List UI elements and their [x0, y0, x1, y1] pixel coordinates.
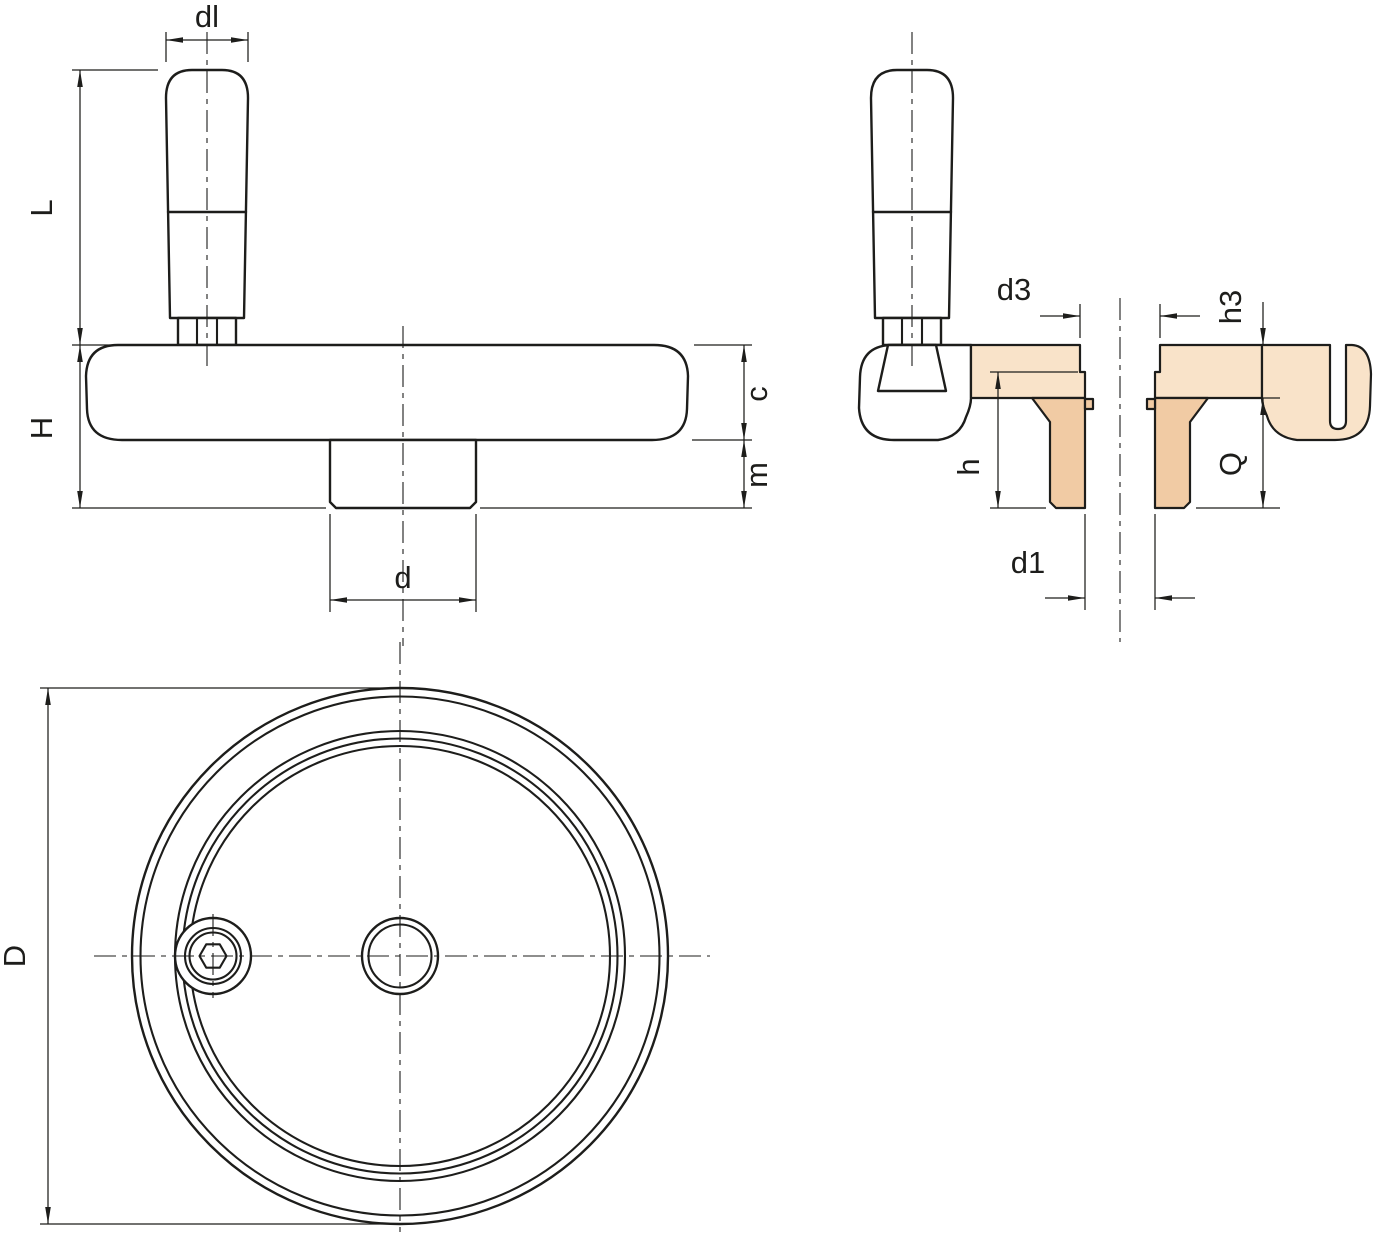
side-view: dl L H c m d: [24, 0, 774, 646]
dim-dl-extension-lines: [165, 32, 249, 62]
hub-right-wall-section: [1153, 396, 1210, 510]
dim-h-label: h: [951, 458, 986, 475]
dim-L-extension-lines: [72, 69, 158, 346]
rim-right-section: [1260, 343, 1373, 442]
dim-L-label: L: [24, 199, 59, 216]
dim-m: m: [480, 440, 774, 509]
dim-L: L: [24, 69, 158, 346]
dim-m-label: m: [739, 462, 774, 488]
dim-H: H: [24, 345, 326, 509]
dim-h3: h3: [1213, 290, 1266, 345]
dim-h: h: [951, 371, 1078, 509]
dim-h-extension-lines: [990, 371, 1078, 509]
bore-groove-left: [1083, 397, 1095, 411]
dim-D-label: D: [0, 945, 32, 967]
dim-D-extension-lines: [40, 687, 390, 1225]
wheel-body-outline: [84, 343, 690, 442]
handle-mount-boss: [876, 343, 948, 393]
section-view: d3 h3 Q h d1: [857, 32, 1373, 642]
dim-c: c: [692, 344, 774, 441]
dim-d1-extension-lines: [1084, 514, 1156, 610]
dim-d3-extension-lines: [1079, 304, 1161, 338]
section-handle-nut-flats: [900, 318, 924, 345]
dim-D: D: [0, 687, 390, 1225]
dim-d1: d1: [1011, 514, 1195, 610]
dim-H-label: H: [24, 417, 59, 439]
hub-left-wall-section: [1030, 396, 1087, 510]
dim-d1-label: d1: [1011, 545, 1045, 580]
dim-d: d: [329, 514, 477, 612]
dim-d-label: d: [394, 560, 411, 595]
dim-c-label: c: [739, 386, 774, 402]
hex-socket: [198, 943, 228, 969]
dim-dl: dl: [165, 0, 249, 62]
dim-Q-label: Q: [1213, 452, 1248, 476]
dim-d3: d3: [997, 272, 1200, 338]
handle-nut-flats: [195, 318, 219, 345]
dim-Q: Q: [1196, 397, 1280, 509]
dim-dl-label: dl: [195, 0, 219, 34]
bore-groove-right: [1145, 397, 1157, 411]
front-view: D: [0, 642, 710, 1232]
web-right-section: [1153, 343, 1264, 400]
dim-d3-label: d3: [997, 272, 1031, 307]
dim-d-extension-lines: [329, 514, 477, 612]
dim-h3-label: h3: [1213, 290, 1248, 324]
dim-Q-extension-lines: [1196, 397, 1280, 509]
